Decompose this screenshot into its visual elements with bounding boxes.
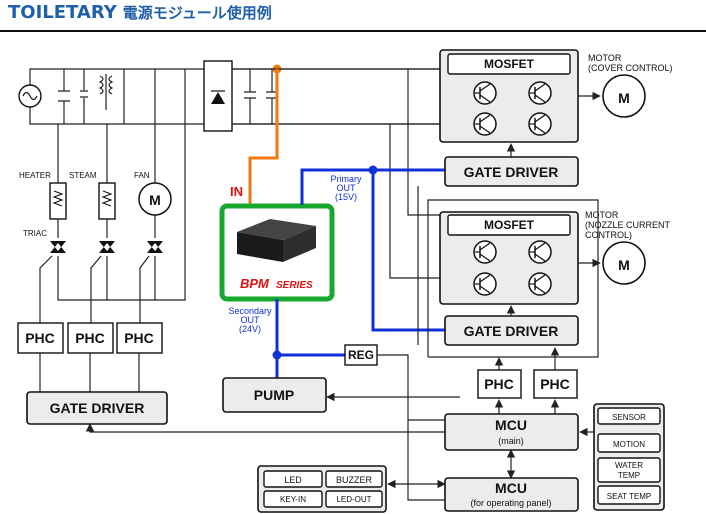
primary-out-label: Primary OUT (15V) xyxy=(331,174,362,202)
svg-text:MOTION: MOTION xyxy=(613,440,645,449)
svg-text:M: M xyxy=(618,257,630,273)
phc-box-4: PHC xyxy=(477,369,522,399)
svg-text:TRIAC: TRIAC xyxy=(23,229,47,238)
gate-driver-1: GATE DRIVER xyxy=(444,156,579,187)
svg-text:LED: LED xyxy=(284,475,302,485)
load-labels: HEATER STEAM FAN TRIAC xyxy=(19,171,150,238)
svg-text:M: M xyxy=(618,90,630,106)
line-filter-choke-icon xyxy=(80,69,114,124)
svg-text:(15V): (15V) xyxy=(335,192,357,202)
rectifier-icon xyxy=(203,60,233,132)
reg-box: REG xyxy=(344,344,378,366)
operating-panel: LED BUZZER KEY-IN LED-OUT xyxy=(257,465,387,513)
primary-node xyxy=(368,165,378,175)
svg-text:BUZZER: BUZZER xyxy=(336,475,373,485)
svg-text:FAN: FAN xyxy=(134,171,150,180)
svg-text:PUMP: PUMP xyxy=(254,387,294,403)
svg-text:PHC: PHC xyxy=(484,376,514,392)
svg-text:GATE DRIVER: GATE DRIVER xyxy=(464,323,559,339)
fan-motor-icon: M xyxy=(138,182,172,216)
heater-icon xyxy=(49,182,67,220)
svg-text:MOTOR: MOTOR xyxy=(588,53,622,63)
motor-cover-label: MOTOR (COVER CONTROL) xyxy=(588,53,673,73)
svg-text:LED-OUT: LED-OUT xyxy=(336,495,371,504)
motor-cover-icon: M xyxy=(602,74,646,118)
svg-text:Secondary: Secondary xyxy=(228,306,272,316)
module-brand: BPM xyxy=(240,276,270,291)
svg-text:OUT: OUT xyxy=(337,183,357,193)
svg-text:PHC: PHC xyxy=(124,330,154,346)
bpm-module: BPM SERIES xyxy=(219,203,335,302)
smoothing-capacitor-icon xyxy=(244,69,278,124)
triac-icons xyxy=(50,241,163,253)
svg-text:STEAM: STEAM xyxy=(69,171,97,180)
gate-driver-triac: GATE DRIVER xyxy=(26,391,168,425)
secondary-out-label: Secondary OUT (24V) xyxy=(228,306,272,334)
pump-box: PUMP xyxy=(222,377,327,413)
mosfet-bridge-1: MOSFET xyxy=(439,49,579,143)
phc-box-5: PHC xyxy=(533,369,578,399)
svg-text:SENSOR: SENSOR xyxy=(612,413,646,422)
svg-text:MOSFET: MOSFET xyxy=(484,57,535,71)
gate-driver-2: GATE DRIVER xyxy=(444,315,579,346)
svg-text:REG: REG xyxy=(348,348,374,362)
svg-text:GATE DRIVER: GATE DRIVER xyxy=(464,164,559,180)
steam-heater-icon xyxy=(98,182,116,220)
svg-text:(24V): (24V) xyxy=(239,324,261,334)
phc-box-2: PHC xyxy=(67,322,114,354)
x-capacitor-icon xyxy=(58,69,70,124)
svg-text:(NOZZLE CURRENT: (NOZZLE CURRENT xyxy=(585,220,671,230)
svg-text:CONTROL): CONTROL) xyxy=(585,230,632,240)
svg-text:PHC: PHC xyxy=(25,330,55,346)
ac-source-icon xyxy=(18,84,42,108)
svg-text:PHC: PHC xyxy=(75,330,105,346)
secondary-node xyxy=(272,350,282,360)
svg-text:WATER: WATER xyxy=(615,461,643,470)
phc-box-1: PHC xyxy=(17,322,64,354)
module-series: SERIES xyxy=(276,280,313,291)
svg-text:SEAT TEMP: SEAT TEMP xyxy=(607,492,651,501)
title-rule xyxy=(0,30,706,32)
in-label: IN xyxy=(230,184,243,199)
svg-text:KEY-IN: KEY-IN xyxy=(280,495,306,504)
svg-text:MCU: MCU xyxy=(495,480,527,496)
svg-text:OUT: OUT xyxy=(241,315,261,325)
svg-text:(COVER CONTROL): (COVER CONTROL) xyxy=(588,63,673,73)
motor-nozzle-icon: M xyxy=(602,241,646,285)
svg-text:GATE DRIVER: GATE DRIVER xyxy=(50,400,145,416)
phc-box-3: PHC xyxy=(116,322,163,354)
svg-text:(for operating panel): (for operating panel) xyxy=(470,498,551,508)
svg-text:(main): (main) xyxy=(498,436,524,446)
mosfet-bridge-2: MOSFET xyxy=(439,211,579,305)
mcu-panel: MCU (for operating panel) xyxy=(444,477,579,512)
svg-text:HEATER: HEATER xyxy=(19,171,51,180)
svg-text:MCU: MCU xyxy=(495,417,527,433)
motor-nozzle-label: MOTOR (NOZZLE CURRENT CONTROL) xyxy=(585,210,671,240)
fan-m-label: M xyxy=(149,192,161,208)
svg-text:MOSFET: MOSFET xyxy=(484,218,535,232)
svg-text:TEMP: TEMP xyxy=(618,471,640,480)
mcu-main: MCU (main) xyxy=(444,413,579,451)
sensor-panel: SENSOR MOTION WATER TEMP SEAT TEMP xyxy=(593,403,665,511)
svg-text:PHC: PHC xyxy=(540,376,570,392)
svg-text:Primary: Primary xyxy=(331,174,362,184)
svg-text:MOTOR: MOTOR xyxy=(585,210,619,220)
